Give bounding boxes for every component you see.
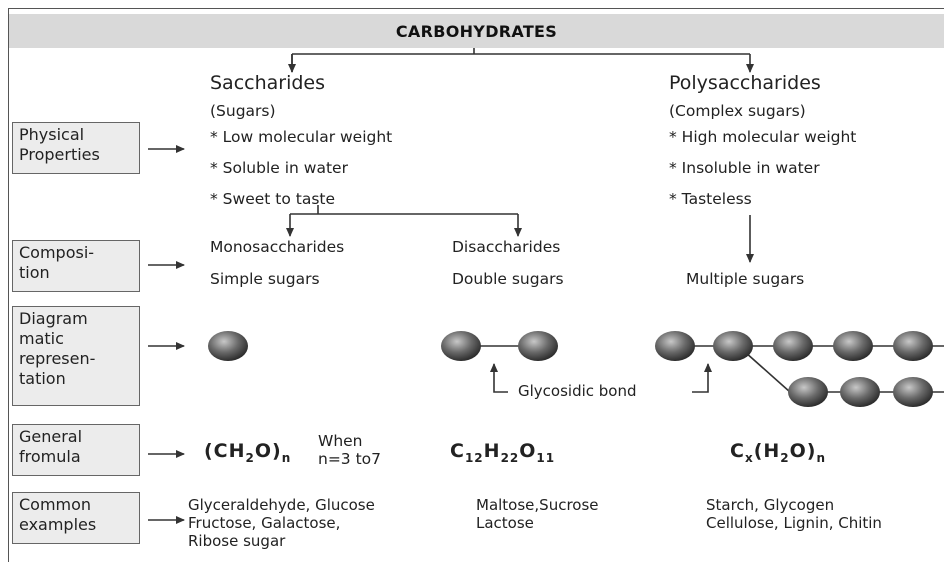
header-title: CARBOHYDRATES [9, 14, 944, 48]
di-name: Disaccharides [452, 238, 561, 256]
saccharides-prop: * Soluble in water [210, 159, 348, 177]
saccharides-title: Saccharides [210, 72, 326, 94]
saccharides-subtitle: (Sugars) [210, 102, 276, 120]
di-desc: Double sugars [452, 270, 564, 288]
polysaccharides-prop: * Tasteless [669, 190, 752, 208]
polysaccharides-prop: * Insoluble in water [669, 159, 820, 177]
poly-desc: Multiple sugars [686, 270, 805, 288]
polysaccharides-title: Polysaccharides [669, 72, 821, 94]
formula-poly: Cx(H2O)n [730, 440, 827, 465]
mono-unit [208, 331, 248, 361]
formula-di: C12H22O11 [450, 440, 556, 465]
formula-mono: (CH2O)n [204, 440, 292, 465]
saccharides-prop: * Sweet to taste [210, 190, 336, 208]
label-composition: Composi-tion [12, 240, 140, 292]
polysaccharides-prop: * High molecular weight [669, 128, 857, 146]
mono-desc: Simple sugars [210, 270, 320, 288]
polysaccharides-subtitle: (Complex sugars) [669, 102, 806, 120]
di-unit-1 [441, 331, 481, 361]
diagram-frame [8, 8, 944, 562]
top-split-line [291, 48, 750, 72]
saccharides-prop: * Low molecular weight [210, 128, 393, 146]
glycosidic-bond-label: Glycosidic bond [518, 382, 637, 400]
mono-name: Monosaccharides [210, 238, 345, 256]
di-unit-2 [518, 331, 558, 361]
